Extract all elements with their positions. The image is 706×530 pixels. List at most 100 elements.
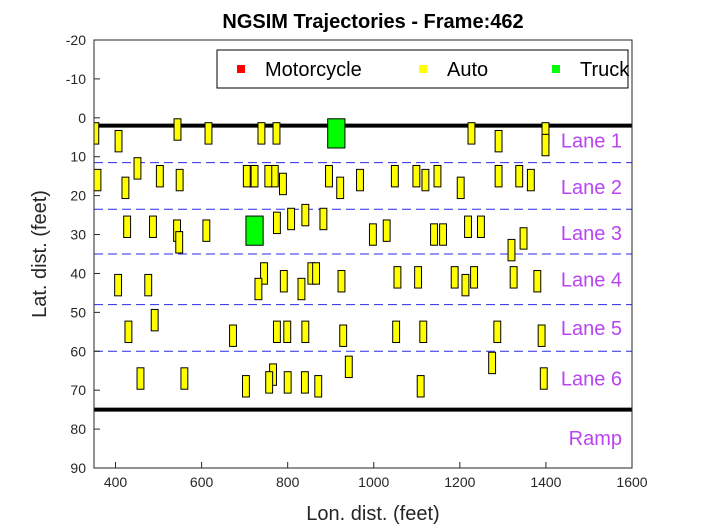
auto-vehicle-32 (287, 207, 296, 231)
auto-vehicle-64 (421, 168, 430, 192)
auto-vehicle-56 (382, 219, 391, 242)
auto-vehicle-55 (368, 223, 377, 246)
auto-vehicle-34 (319, 207, 328, 231)
auto-vehicle-14 (155, 164, 164, 188)
auto-vehicle-8 (114, 273, 123, 297)
x-tick-label-600: 600 (190, 474, 214, 490)
auto-vehicle-38 (283, 320, 292, 344)
y-tick-label--20: -20 (66, 32, 86, 48)
y-tick-label--10: -10 (66, 71, 86, 87)
auto-vehicle-58 (392, 320, 401, 344)
lane-label-7: Ramp (569, 428, 622, 450)
lane-label-1: Lane 1 (561, 130, 622, 152)
auto-vehicle-49 (325, 164, 333, 188)
auto-vehicle-61 (416, 375, 425, 398)
x-tick-label-1000: 1000 (358, 474, 389, 490)
auto-vehicle-57 (390, 164, 399, 188)
y-tick-label-10: 10 (70, 149, 86, 165)
auto-vehicle-30 (279, 172, 287, 196)
auto-vehicle-11 (150, 308, 159, 332)
auto-vehicle-62 (412, 164, 421, 188)
auto-vehicle-26 (242, 164, 251, 188)
lane-label-3: Lane 3 (561, 223, 622, 245)
truck-vehicle-2 (245, 215, 264, 246)
auto-vehicle-82 (537, 324, 546, 347)
auto-vehicle-81 (533, 270, 542, 293)
auto-vehicle-71 (464, 215, 472, 238)
auto-vehicle-1 (94, 122, 100, 145)
y-tick-label-60: 60 (70, 343, 86, 359)
auto-vehicle-2 (94, 168, 102, 192)
x-tick-label-400: 400 (104, 474, 128, 490)
auto-vehicle-10 (124, 320, 133, 344)
auto-vehicle-50 (336, 176, 345, 200)
legend-marker-auto (419, 65, 427, 73)
auto-vehicle-63 (419, 320, 428, 344)
y-tick-label-30: 30 (70, 227, 86, 243)
auto-vehicle-25 (272, 122, 281, 145)
x-tick-label-1600: 1600 (616, 474, 647, 490)
auto-vehicle-41 (283, 371, 292, 394)
lane-label-5: Lane 5 (561, 318, 622, 340)
auto-vehicle-72 (470, 266, 478, 289)
legend-marker-truck (552, 65, 560, 73)
auto-vehicle-59 (393, 266, 402, 289)
lane-label-2: Lane 2 (561, 177, 622, 199)
auto-vehicle-17 (175, 231, 184, 254)
auto-vehicle-67 (439, 223, 447, 246)
auto-vehicle-39 (314, 375, 323, 398)
y-tick-label-90: 90 (70, 460, 86, 476)
auto-vehicle-6 (149, 215, 157, 238)
auto-vehicle-12 (136, 367, 145, 390)
auto-vehicle-75 (493, 320, 502, 344)
auto-vehicle-87 (541, 133, 550, 157)
x-axis-title: Lon. dist. (feet) (306, 503, 439, 525)
lane-label-6: Lane 6 (561, 369, 622, 391)
legend-marker-motorcycle (237, 65, 245, 73)
auto-vehicle-31 (272, 211, 281, 235)
auto-vehicle-83 (539, 367, 548, 390)
auto-vehicle-47 (254, 277, 263, 301)
auto-vehicle-24 (257, 122, 266, 145)
auto-vehicle-46 (260, 262, 268, 285)
legend: Motorcycle Auto Truck (216, 49, 630, 89)
chart-title: NGSIM Trajectories - Frame:462 (222, 11, 523, 33)
auto-vehicle-76 (494, 129, 503, 153)
auto-vehicle-37 (301, 320, 310, 344)
y-tick-label-20: 20 (70, 188, 86, 204)
auto-vehicle-5 (133, 157, 142, 180)
auto-vehicle-45 (279, 270, 288, 293)
y-tick-label-70: 70 (70, 382, 86, 398)
y-axis-title: Lat. dist. (feet) (29, 190, 51, 318)
auto-vehicle-13 (180, 367, 189, 390)
auto-vehicle-73 (476, 215, 485, 238)
auto-vehicle-68 (450, 266, 459, 289)
auto-vehicle-21 (229, 324, 237, 347)
x-tick-label-1400: 1400 (530, 474, 561, 490)
auto-vehicle-7 (123, 215, 132, 238)
auto-vehicle-27 (250, 164, 259, 188)
axes-box (93, 39, 633, 469)
auto-vehicle-3 (114, 129, 123, 153)
auto-vehicle-60 (414, 266, 423, 289)
auto-vehicle-84 (526, 168, 535, 192)
auto-vehicle-51 (356, 168, 364, 192)
auto-vehicle-78 (515, 164, 524, 188)
auto-vehicle-74 (488, 351, 497, 375)
auto-vehicle-9 (144, 273, 153, 297)
y-tick-label-50: 50 (70, 304, 86, 320)
auto-vehicle-19 (204, 122, 213, 145)
truck-vehicle-1 (327, 118, 346, 149)
auto-vehicle-52 (337, 270, 346, 293)
auto-vehicle-48 (272, 320, 281, 344)
auto-vehicle-22 (241, 375, 250, 398)
legend-label-motorcycle: Motorcycle (265, 59, 362, 81)
legend-label-truck: Truck (580, 59, 630, 81)
legend-label-auto: Auto (447, 59, 488, 81)
auto-vehicle-79 (519, 227, 528, 250)
y-tick-label-40: 40 (70, 265, 86, 281)
auto-vehicle-53 (339, 324, 348, 347)
